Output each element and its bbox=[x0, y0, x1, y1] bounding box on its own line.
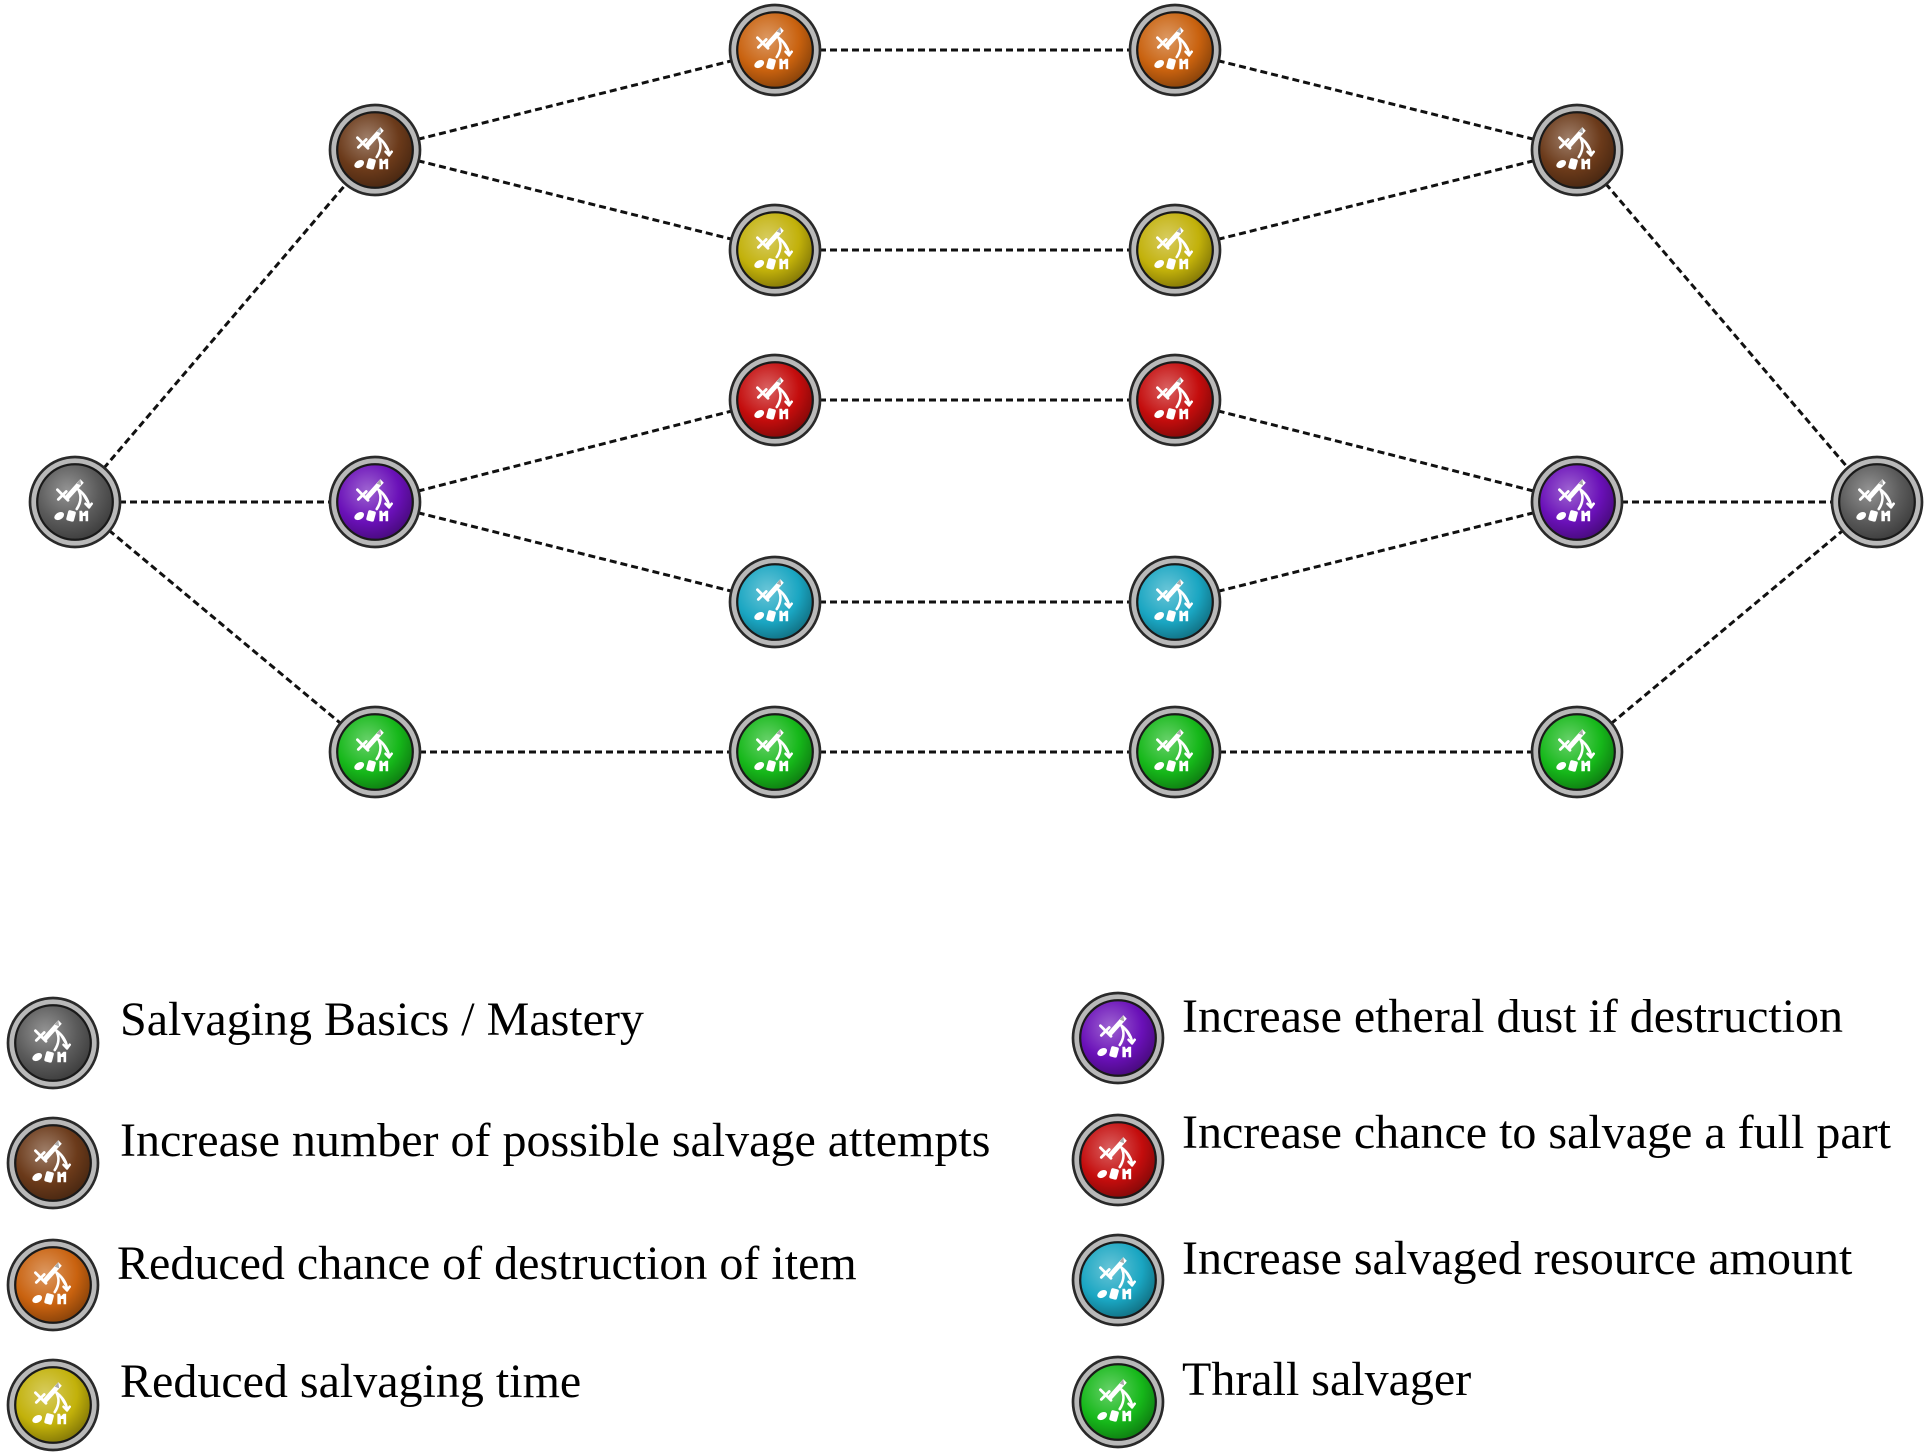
skill-node-n16[interactable] bbox=[1530, 705, 1624, 799]
skill-node-n5[interactable] bbox=[728, 203, 822, 297]
tree-nodes bbox=[28, 3, 1924, 799]
legend-badge bbox=[6, 996, 100, 1090]
edge-n0-n1 bbox=[73, 149, 377, 503]
skill-node-n4[interactable] bbox=[728, 3, 822, 97]
skill-node-n8[interactable] bbox=[728, 705, 822, 799]
skill-node-n17[interactable] bbox=[1830, 455, 1924, 549]
edge-n16-n17 bbox=[1576, 500, 1878, 754]
edge-n9-n14 bbox=[1174, 48, 1578, 152]
skill-node-n10[interactable] bbox=[1128, 203, 1222, 297]
legend-label: Reduced chance of destruction of item bbox=[117, 1237, 857, 1290]
legend-swatch bbox=[6, 1238, 100, 1332]
skill-node-n12[interactable] bbox=[1128, 555, 1222, 649]
skill-node-n7[interactable] bbox=[728, 555, 822, 649]
skill-node-n14[interactable] bbox=[1530, 103, 1624, 197]
legend-label: Reduced salvaging time bbox=[120, 1355, 582, 1408]
edge-n12-n15 bbox=[1174, 500, 1578, 604]
edge-n0-n3 bbox=[74, 500, 376, 754]
legend-badge bbox=[1071, 1233, 1165, 1327]
legend-swatch bbox=[1071, 1113, 1165, 1207]
edge-n14-n17 bbox=[1575, 149, 1879, 503]
legend-swatch bbox=[1071, 991, 1165, 1085]
legend-swatch bbox=[6, 1358, 100, 1452]
legend-swatch bbox=[1071, 1233, 1165, 1327]
skill-node-n11[interactable] bbox=[1128, 353, 1222, 447]
edge-n2-n6 bbox=[374, 398, 776, 504]
legend-badge bbox=[1071, 991, 1165, 1085]
legend-swatch bbox=[6, 1116, 100, 1210]
skill-node-n9[interactable] bbox=[1128, 3, 1222, 97]
edge-n2-n7 bbox=[374, 500, 776, 604]
legend-badge bbox=[6, 1238, 100, 1332]
skill-node-n13[interactable] bbox=[1128, 705, 1222, 799]
edge-n1-n4 bbox=[374, 48, 776, 152]
skill-node-n0[interactable] bbox=[28, 455, 122, 549]
legend-label: Salvaging Basics / Mastery bbox=[120, 993, 644, 1046]
edge-n11-n15 bbox=[1174, 398, 1578, 504]
legend-label: Increase number of possible salvage atte… bbox=[120, 1114, 991, 1167]
legend-label: Thrall salvager bbox=[1182, 1353, 1472, 1406]
legend-label: Increase salvaged resource amount bbox=[1182, 1232, 1853, 1285]
legend-badge bbox=[6, 1358, 100, 1452]
skill-node-n6[interactable] bbox=[728, 353, 822, 447]
legend-badge bbox=[1071, 1113, 1165, 1207]
skill-node-n3[interactable] bbox=[328, 705, 422, 799]
edge-n1-n5 bbox=[374, 148, 776, 252]
legend-label: Increase chance to salvage a full part bbox=[1182, 1106, 1891, 1159]
legend-badge bbox=[1071, 1355, 1165, 1449]
legend-swatch bbox=[6, 996, 100, 1090]
tree-edges bbox=[73, 48, 1879, 754]
legend-badge bbox=[6, 1116, 100, 1210]
legend-label: Increase etheral dust if destruction bbox=[1182, 990, 1844, 1043]
skill-node-n2[interactable] bbox=[328, 455, 422, 549]
legend-swatch bbox=[1071, 1355, 1165, 1449]
skill-node-n15[interactable] bbox=[1530, 455, 1624, 549]
edge-n10-n14 bbox=[1174, 148, 1578, 252]
skill-node-n1[interactable] bbox=[328, 103, 422, 197]
